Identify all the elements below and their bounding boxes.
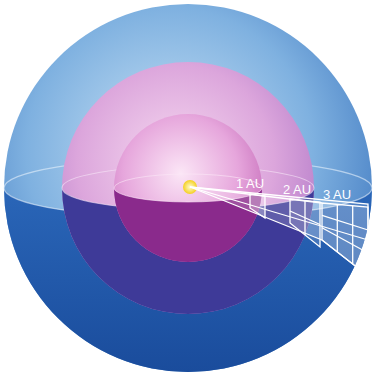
middle-sphere bbox=[62, 62, 314, 314]
light-wedge bbox=[190, 187, 368, 276]
distance-label: 1 AU bbox=[236, 177, 264, 190]
outer-sphere bbox=[4, 4, 372, 372]
distance-label: 3 AU bbox=[323, 188, 351, 201]
outer-lower-half bbox=[4, 188, 372, 372]
distance-label: 2 AU bbox=[283, 183, 311, 196]
